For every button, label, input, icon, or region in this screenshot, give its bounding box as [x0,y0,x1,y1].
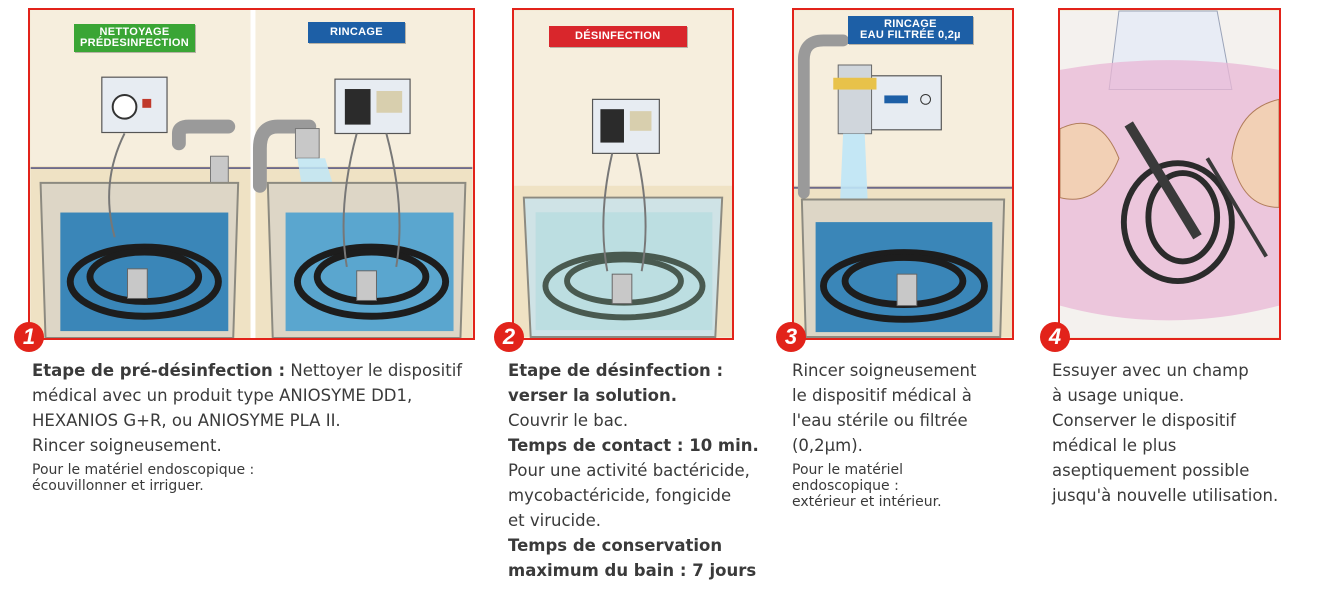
disinfection-basin-icon [514,10,732,338]
step4-line5: aseptiquement possible [1052,461,1250,480]
step4-line6: jusqu'à nouvelle utilisation. [1052,486,1279,505]
step2-illustration: DÉSINFECTION [512,8,734,340]
step3-note1: Pour le matériel [792,462,904,478]
step1-description: Etape de pré-désinfection : Nettoyer le … [32,358,492,494]
step1-line2: médical avec un produit type ANIOSYME DD… [32,386,413,405]
step2-title1: Etape de désinfection : [508,361,724,380]
step-number-badge-4: 4 [1040,322,1070,352]
step4-line4: médical le plus [1052,436,1177,455]
step1-note2: écouvillonner et irriguer. [32,478,204,494]
label-nettoyage: NETTOYAGE PRÉDESINFECTION [74,24,196,52]
label-desinfection: DÉSINFECTION [549,26,687,47]
step2-line1: Couvrir le bac. [508,411,629,430]
step4-line3: Conserver le dispositif [1052,411,1236,430]
step4-line1: Essuyer avec un champ [1052,361,1249,380]
label-rincage: RINCAGE [308,22,405,43]
label-rincage-eau-filtree: RINCAGE EAU FILTRÉE 0,2µ [848,16,973,44]
step3-line2: le dispositif médical à [792,386,972,405]
step2-line3: mycobactéricide, fongicide [508,486,732,505]
step3-line3: l'eau stérile ou filtrée [792,411,968,430]
step4-line2: à usage unique. [1052,386,1185,405]
step1-line4: Rincer soigneusement. [32,436,222,455]
step2-line2: Pour une activité bactéricide, [508,461,750,480]
wiping-endoscope-icon [1060,10,1279,338]
step1-line1: Nettoyer le dispositif [285,361,463,380]
step4-description: Essuyer avec un champ à usage unique. Co… [1052,358,1314,508]
step1-line3: HEXANIOS G+R, ou ANIOSYME PLA II. [32,411,341,430]
step3-note3: extérieur et intérieur. [792,494,942,510]
step2-line4: et virucide. [508,511,601,530]
step1-title: Etape de pré-désinfection : [32,361,286,380]
step3-description: Rincer soigneusement le dispositif médic… [792,358,1032,510]
step2-contact: Temps de contact : 10 min. [508,436,759,455]
step1-note1: Pour le matériel endoscopique : [32,462,255,478]
step-number-badge-3: 3 [776,322,806,352]
step4-illustration [1058,8,1281,340]
step-number-badge-1: 1 [14,322,44,352]
filtered-rinse-icon [794,10,1012,338]
basin-illustration-icon [30,10,473,338]
step2-title2: verser la solution. [508,386,677,405]
step2-description: Etape de désinfection : verser la soluti… [508,358,788,583]
step2-conservation1: Temps de conservation [508,536,723,555]
step1-illustration: NETTOYAGE PRÉDESINFECTION RINCAGE [28,8,475,340]
step-number-badge-2: 2 [494,322,524,352]
step3-line1: Rincer soigneusement [792,361,977,380]
step3-note2: endoscopique : [792,478,899,494]
step3-line4: (0,2µm). [792,436,863,455]
step3-illustration: RINCAGE EAU FILTRÉE 0,2µ [792,8,1014,340]
step2-conservation2: maximum du bain : 7 jours [508,561,757,580]
